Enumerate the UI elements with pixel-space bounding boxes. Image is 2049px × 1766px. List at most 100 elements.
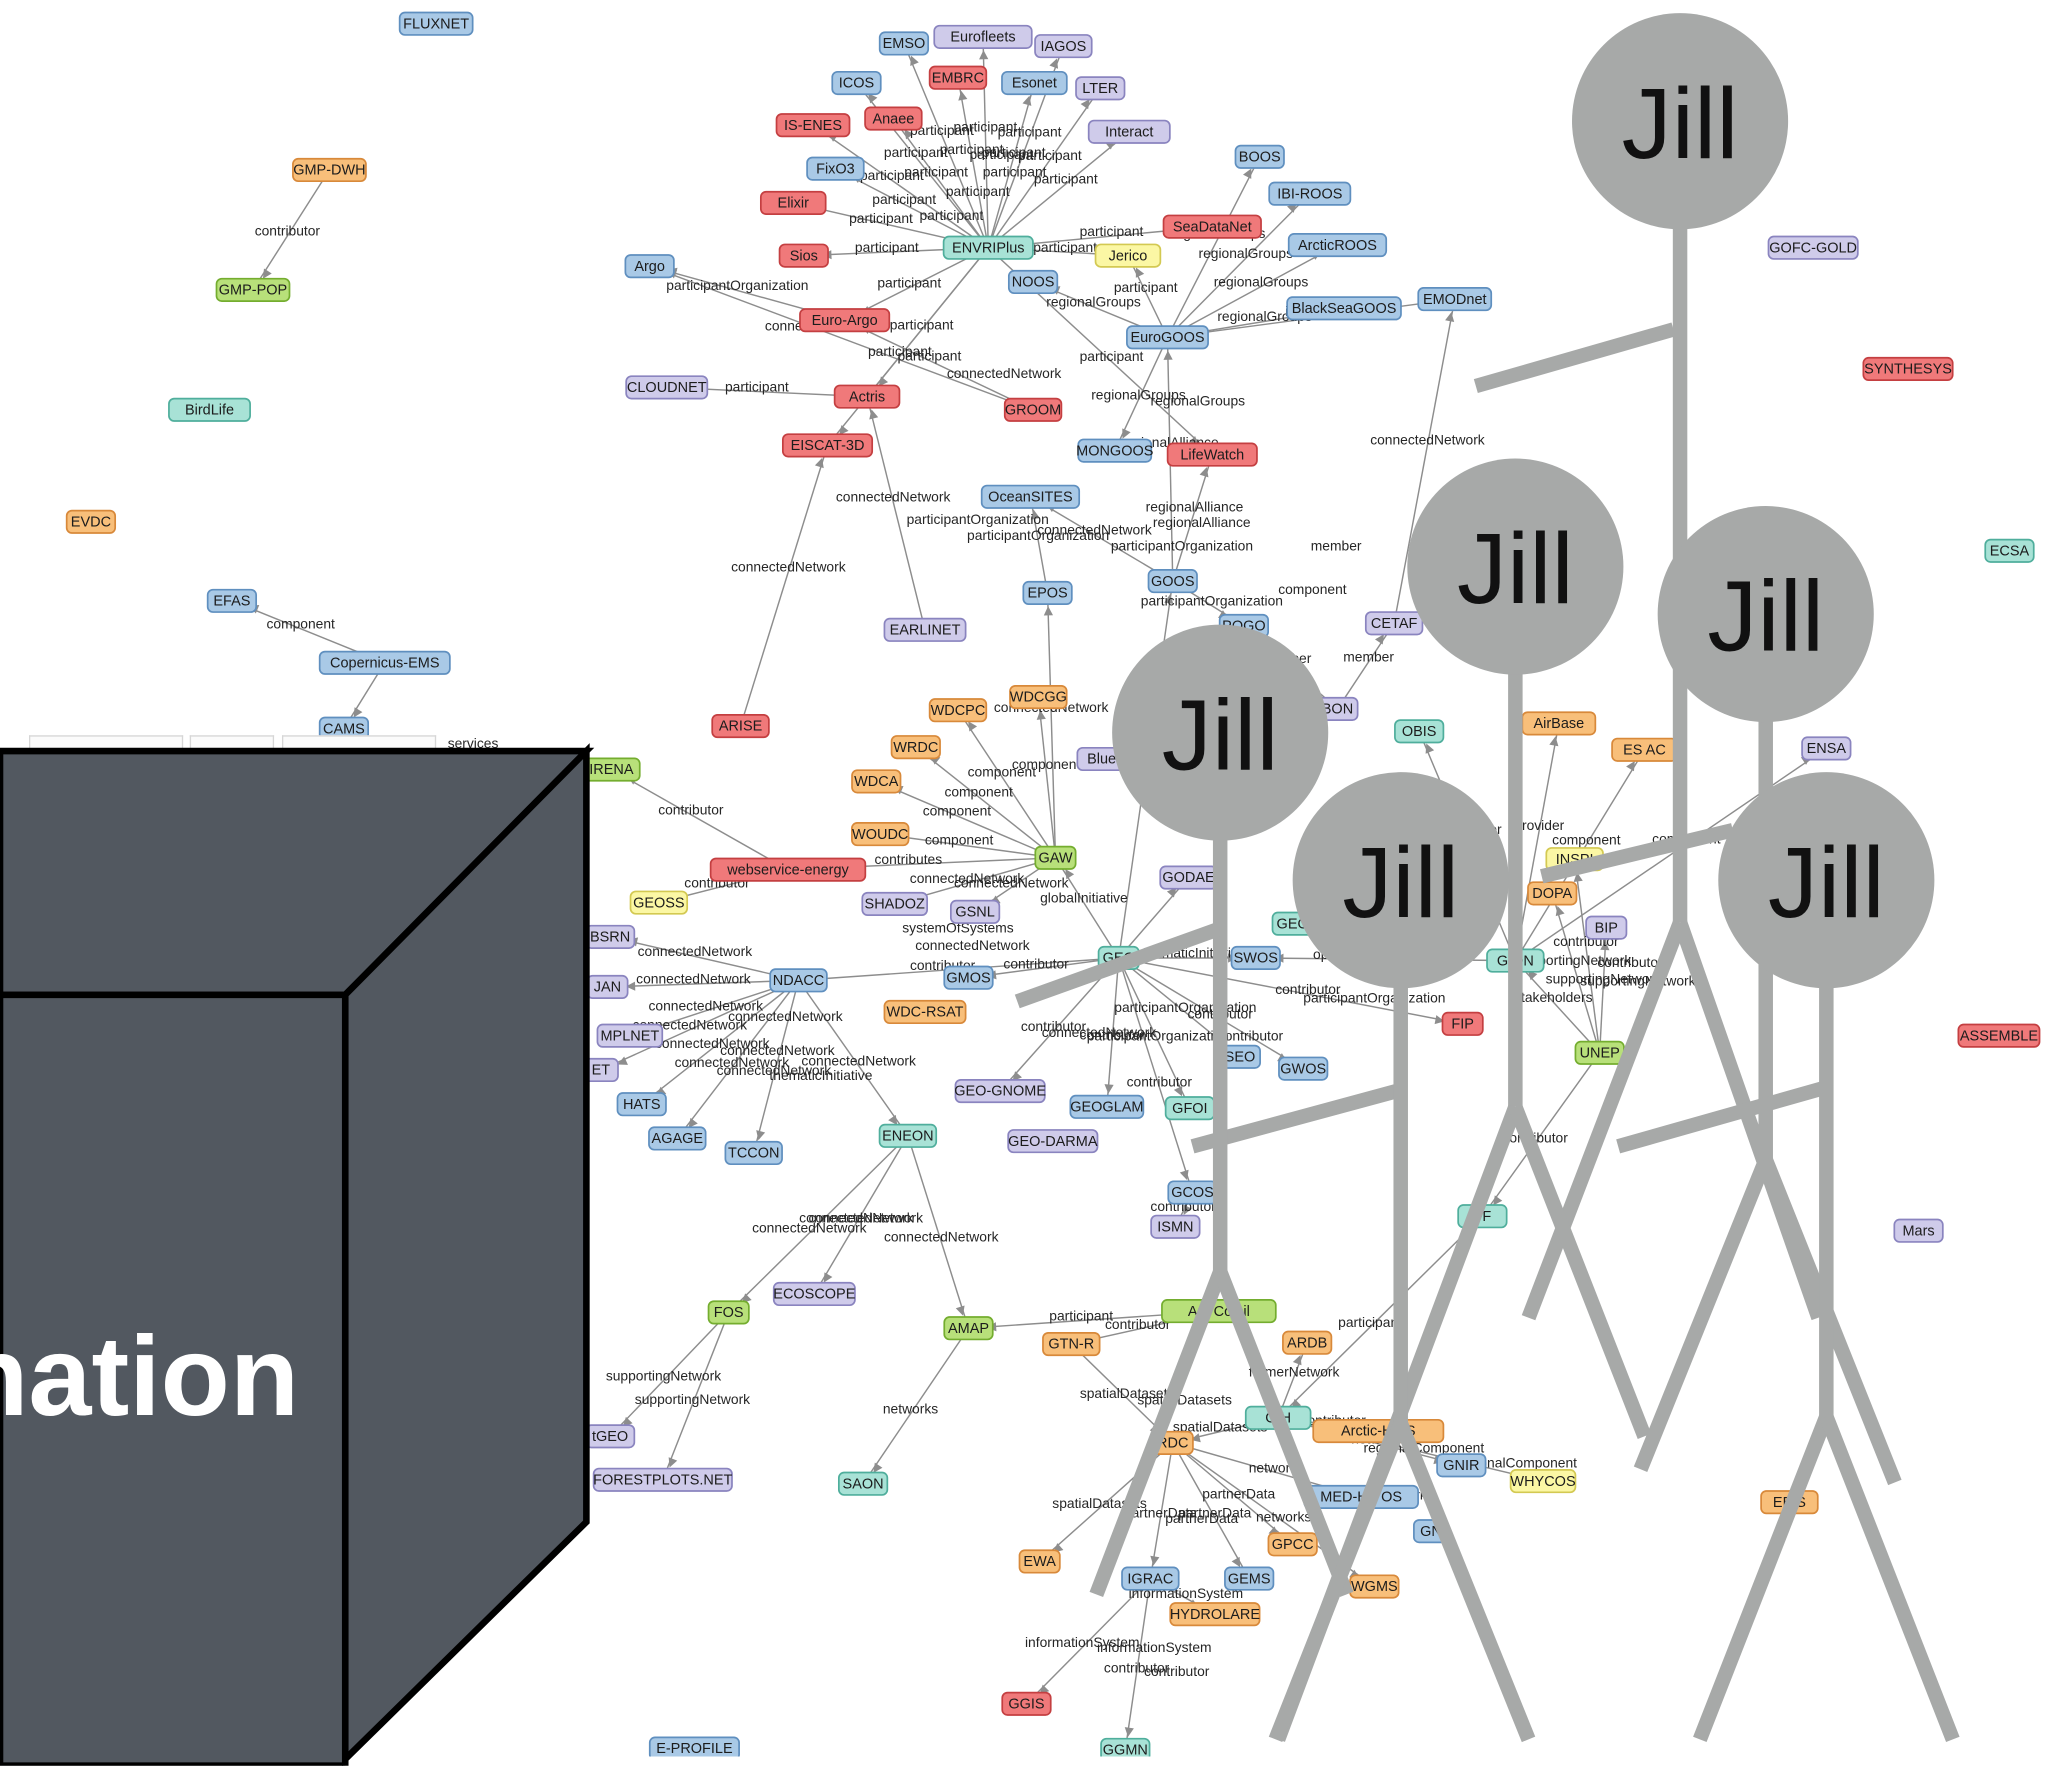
node-bip[interactable]: BIP (1585, 915, 1628, 940)
node-earlinet[interactable]: EARLINET (883, 617, 967, 642)
node-emodnet[interactable]: EMODnet (1417, 287, 1493, 312)
node-groom[interactable]: GROOM (1003, 397, 1063, 422)
node-birdlife[interactable]: BirdLife (168, 397, 251, 422)
node-ggis[interactable]: GGIS (1001, 1691, 1052, 1716)
node-ibi-roos[interactable]: IBI-ROOS (1268, 181, 1352, 206)
node-fixo3[interactable]: FixO3 (806, 156, 865, 181)
node-swos[interactable]: SWOS (1230, 945, 1281, 971)
node-hats[interactable]: HATS (616, 1092, 667, 1117)
node-jerico[interactable]: Jerico (1094, 243, 1162, 268)
node-wdcgg[interactable]: WDCGG (1009, 685, 1068, 710)
node-geo-gnome[interactable]: GEO-GNOME (954, 1078, 1046, 1104)
node-hydrolare[interactable]: HYDROLARE (1169, 1602, 1261, 1627)
node-fluxnet[interactable]: FLUXNET (398, 11, 474, 36)
node-anaee[interactable]: Anaee (864, 106, 923, 131)
node-cams[interactable]: CAMS (318, 716, 370, 741)
node-copernicus-ems[interactable]: Copernicus-EMS (318, 650, 451, 675)
node-oceansites[interactable]: OceanSITES (980, 484, 1081, 509)
node-cloudnet[interactable]: CLOUDNET (625, 375, 709, 400)
node-obon[interactable]: BON (1316, 696, 1359, 721)
node-arctic-hycos[interactable]: Arctic-HY S (1312, 1418, 1445, 1444)
node-tccon[interactable]: TCCON (724, 1140, 783, 1166)
node-fip[interactable]: FIP (1441, 1011, 1484, 1036)
node-blue[interactable]: Blue (1076, 746, 1127, 772)
node-geoseo[interactable]: SEO (1218, 1044, 1261, 1069)
node-dopa[interactable]: DOPA (1527, 881, 1578, 906)
node-unep[interactable]: UNEP (1574, 1040, 1625, 1065)
node-airbase[interactable]: AirBase (1521, 711, 1597, 736)
node-wgms[interactable]: WGMS (1349, 1574, 1400, 1599)
node-synthesys[interactable]: SYNTHESYS (1862, 356, 1954, 382)
node-arcticroos[interactable]: ArcticROOS (1287, 233, 1388, 258)
node-sios[interactable]: Sios (778, 243, 829, 268)
node-cetaf[interactable]: CETAF (1364, 611, 1424, 636)
node-arise[interactable]: ARISE (711, 713, 770, 739)
node-eneon[interactable]: ENEON (878, 1123, 938, 1148)
node-arcticcouncil[interactable]: Arc Co cil (1161, 1299, 1277, 1324)
node-geo-darma[interactable]: GEO-DARMA (1007, 1129, 1099, 1154)
node-gmp-dwh[interactable]: GMP-DWH (292, 157, 367, 183)
node-godae[interactable]: GODAE (1159, 865, 1218, 890)
node-eurofleets[interactable]: Eurofleets (933, 24, 1033, 49)
node-ewa[interactable]: EWA (1018, 1549, 1061, 1574)
node-esrac[interactable]: ES AC (1611, 737, 1678, 762)
node-gpcc[interactable]: GPCC (1267, 1532, 1318, 1557)
node-e-profile[interactable]: E-PROFILE (648, 1736, 740, 1756)
node-igrac[interactable]: IGRAC (1121, 1566, 1180, 1591)
node-gfoi[interactable]: GFOI (1164, 1096, 1215, 1121)
node-goos[interactable]: GOOS (1147, 569, 1198, 594)
node-interact[interactable]: Interact (1087, 119, 1171, 144)
node-mplnet[interactable]: MPLNET (596, 1023, 664, 1048)
node-gems[interactable]: GEMS (1224, 1566, 1275, 1591)
node-saon[interactable]: SAON (837, 1471, 889, 1496)
node-obis[interactable]: OBIS (1394, 719, 1445, 744)
node-gaw[interactable]: GAW (1034, 845, 1077, 870)
node-amap[interactable]: AMAP (943, 1316, 994, 1341)
node-webservice-energy[interactable]: webservice-energy (709, 857, 867, 882)
node-shadoz[interactable]: SHADOZ (861, 891, 928, 916)
node-wdcpc[interactable]: WDCPC (928, 698, 988, 723)
node-fos[interactable]: FOS (707, 1300, 750, 1325)
node-bsrn[interactable]: BSRN (584, 924, 636, 949)
node-wdc-rsat[interactable]: WDC-RSAT (883, 999, 967, 1025)
node-assemble[interactable]: ASSEMBLE (1957, 1023, 2041, 1048)
node-wrdc[interactable]: WRDC (890, 735, 941, 760)
node-ensa[interactable]: ENSA (1801, 736, 1852, 761)
node-lter[interactable]: LTER (1075, 76, 1126, 101)
node-eurogoos[interactable]: EuroGOOS (1126, 325, 1209, 350)
node-ndacc[interactable]: NDACC (769, 968, 828, 993)
node-gwos[interactable]: GWOS (1278, 1056, 1329, 1081)
node-argo[interactable]: Argo (624, 254, 675, 279)
node-gmos[interactable]: GMOS (943, 965, 994, 990)
node-esonet[interactable]: Esonet (1001, 70, 1068, 96)
node-emso[interactable]: EMSO (878, 31, 930, 56)
node-eiscat-3d[interactable]: EISCAT-3D (781, 433, 874, 458)
node-woudc[interactable]: WOUDC (851, 822, 910, 847)
node-geoss[interactable]: GEOSS (629, 890, 689, 915)
node-tgeo[interactable]: tGEO (584, 1424, 636, 1449)
node-whycos[interactable]: WHYCOS (1509, 1469, 1577, 1494)
node-ismn[interactable]: ISMN (1150, 1214, 1201, 1239)
node-ecoscope[interactable]: ECOSCOPE (772, 1281, 856, 1307)
node-boos[interactable]: BOOS (1234, 144, 1285, 169)
node-epos[interactable]: EPOS (1022, 580, 1073, 606)
node-gtn-r[interactable]: GTN-R (1042, 1331, 1101, 1357)
node-euro-argo[interactable]: Euro-Argo (799, 308, 891, 333)
node-ggmn[interactable]: GGMN (1100, 1737, 1151, 1757)
node-irena[interactable]: IRENA (582, 757, 641, 782)
node-lifewatch[interactable]: LifeWatch (1166, 442, 1258, 467)
node-gsnl[interactable]: GSNL (949, 899, 1001, 924)
node-ardb[interactable]: ARDB (1282, 1330, 1333, 1355)
node-seadatanet[interactable]: SeaDataNet (1162, 214, 1262, 239)
node-elixir[interactable]: Elixir (759, 190, 827, 215)
node-gmp-pop[interactable]: GMP-POP (215, 277, 291, 302)
node-gofc-gold[interactable]: GOFC-GOLD (1767, 235, 1859, 260)
node-get[interactable]: ET (582, 1057, 619, 1083)
node-wdca[interactable]: WDCA (851, 769, 902, 794)
node-noos[interactable]: NOOS (1007, 269, 1059, 295)
node-geoglam[interactable]: GEOGLAM (1069, 1094, 1145, 1119)
node-mars[interactable]: Mars (1893, 1218, 1944, 1243)
node-forestplots-net[interactable]: FORESTPLOTS.NET (592, 1467, 733, 1492)
node-efas[interactable]: EFAS (206, 588, 258, 613)
node-gnir[interactable]: GNIR (1436, 1453, 1487, 1478)
